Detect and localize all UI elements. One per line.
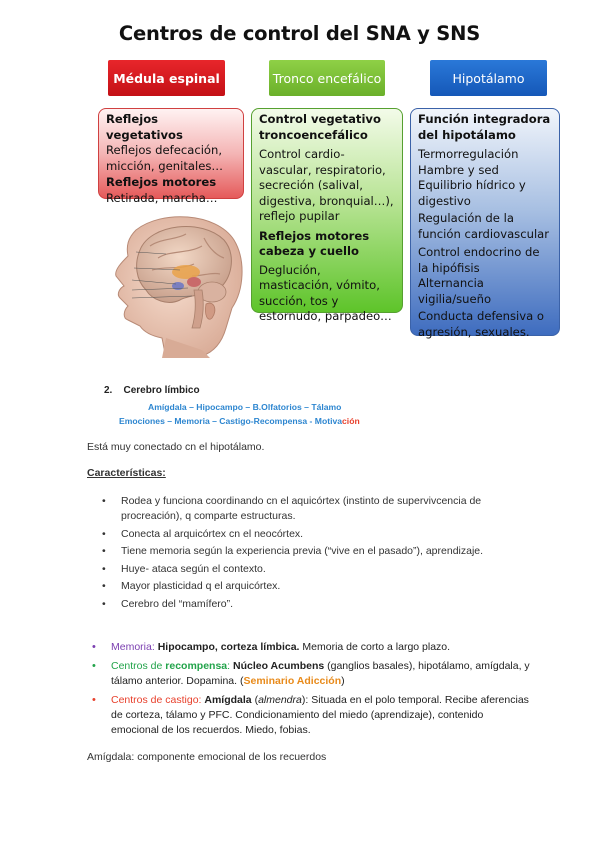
intro-text: Está muy conectado cn el hipotálamo.	[87, 441, 265, 453]
memoria-rest: Memoria de corto a largo plazo.	[299, 641, 451, 653]
header-tronco-encefalico: Tronco encefálico	[269, 60, 385, 96]
hipotalamo-item-1: Termorregulación	[418, 147, 519, 161]
list-item-castigo: • Centros de castigo: Amígdala (almendra…	[92, 694, 529, 736]
limbic-functions-suffix: ción	[342, 416, 360, 426]
limbic-functions-line: Emociones – Memoria – Castigo-Recompensa…	[119, 416, 360, 426]
section-2-heading: 2. Cerebro límbico	[104, 385, 200, 396]
list-item: Tiene memoria según la experiencia previ…	[102, 544, 522, 559]
brain-anatomy-illustration	[115, 216, 243, 358]
tronco-heading-2: Reflejos motores cabeza y cuello	[259, 228, 370, 259]
hipotalamo-item-4: Regulación de la función cardiovascular	[418, 211, 550, 241]
tronco-heading-1: Control vegetativo troncoencefálico	[259, 112, 381, 142]
characteristic-text: Cerebro del “mamífero”.	[121, 597, 234, 610]
castigo-bold: Amígdala	[204, 694, 252, 706]
characteristic-text: Rodea y funciona coordinando cn el aquic…	[121, 495, 482, 522]
footer-note: Amígdala: componente emocional de los re…	[87, 751, 327, 763]
characteristic-text: Mayor plasticidad q el arquicórtex.	[121, 580, 281, 592]
recompensa-rest: (ganglios basales), hipotálamo, amígdala…	[111, 660, 530, 687]
medula-text-1: Reflejos defecación, micción, genitales…	[106, 143, 223, 173]
seminario-link[interactable]: Seminario Adicción	[243, 675, 342, 687]
hipotalamo-box: Función integradora del hipotálamo Termo…	[410, 108, 560, 339]
limbic-functions-text: Emociones – Memoria – Castigo-Recompensa…	[119, 416, 343, 426]
castigo-label: Centros de castigo:	[111, 694, 202, 706]
bullet-icon: •	[92, 694, 96, 706]
limbic-structures-line: Amígdala – Hipocampo – B.Olfatorios – Tá…	[148, 402, 342, 412]
hipotalamo-item-7: Conducta defensiva o agresión, sexuales.	[418, 309, 545, 339]
section-2-number: 2.	[104, 385, 113, 396]
memoria-label: Memoria:	[111, 641, 155, 653]
list-item: Cerebro del “mamífero”.	[102, 597, 522, 612]
tronco-text-2: Deglución, masticación, vómito, succión,…	[259, 262, 392, 324]
characteristics-list: Rodea y funciona coordinando cn el aquic…	[102, 494, 522, 614]
castigo-italic: almendra	[258, 694, 302, 706]
list-item: Conecta al arquicórtex cn el neocórtex.	[102, 527, 522, 542]
medula-heading-2: Reflejos motores	[106, 175, 217, 189]
list-item-recompensa: • Centros de recompensa: Núcleo Acumbens…	[92, 659, 532, 689]
tronco-box: Control vegetativo troncoencefálico Cont…	[251, 108, 403, 323]
header-medula-espinal: Médula espinal	[108, 60, 225, 96]
medula-box: Reflejos vegetativos Reflejos defecación…	[98, 108, 244, 205]
tronco-text-1: Control cardio-vascular, respiratorio, s…	[259, 147, 394, 223]
hipotalamo-item-2: Hambre y sed	[418, 162, 499, 177]
section-2-title: Cerebro límbico	[123, 385, 200, 396]
characteristic-text: Conecta al arquicórtex cn el neocórtex.	[121, 527, 304, 540]
hipotalamo-item-6: Alternancia vigilia/sueño	[418, 276, 492, 306]
medula-text-2: Retirada, marcha…	[106, 190, 218, 205]
list-item: Mayor plasticidad q el arquicórtex.	[102, 579, 522, 594]
medula-heading-1: Reflejos vegetativos	[106, 112, 183, 142]
bullet-icon: •	[92, 641, 96, 653]
functions-list: • Memoria: Hipocampo, corteza límbica. M…	[92, 640, 532, 742]
hipotalamo-item-5: Control endocrino de la hipófisis	[418, 245, 540, 275]
bullet-icon: •	[92, 660, 96, 672]
list-item: Rodea y funciona coordinando cn el aquic…	[102, 494, 522, 524]
recompensa-end: )	[341, 675, 345, 687]
recompensa-label-b: recompensa	[165, 660, 228, 672]
list-item-memoria: • Memoria: Hipocampo, corteza límbica. M…	[92, 640, 532, 655]
recompensa-label-a: Centros de	[111, 660, 166, 672]
characteristic-text: Huye- ataca según el contexto.	[121, 562, 266, 575]
characteristic-text: Tiene memoria según la experiencia previ…	[121, 545, 484, 557]
page-title: Centros de control del SNA y SNS	[118, 22, 481, 45]
header-hipotalamo: Hipotálamo	[430, 60, 547, 96]
hipotalamo-heading: Función integradora del hipotálamo	[418, 112, 551, 142]
recompensa-label-c: :	[227, 660, 231, 672]
castigo-rest: : Situada en el polo temporal. Recibe af…	[111, 694, 529, 736]
characteristics-title: Características:	[87, 467, 166, 479]
memoria-bold: Hipocampo, corteza límbica.	[157, 641, 300, 653]
recompensa-bold: Núcleo Acumbens	[233, 660, 325, 672]
hipotalamo-item-3: Equilibrio hídrico y digestivo	[418, 178, 526, 208]
list-item: Huye- ataca según el contexto.	[102, 562, 522, 577]
